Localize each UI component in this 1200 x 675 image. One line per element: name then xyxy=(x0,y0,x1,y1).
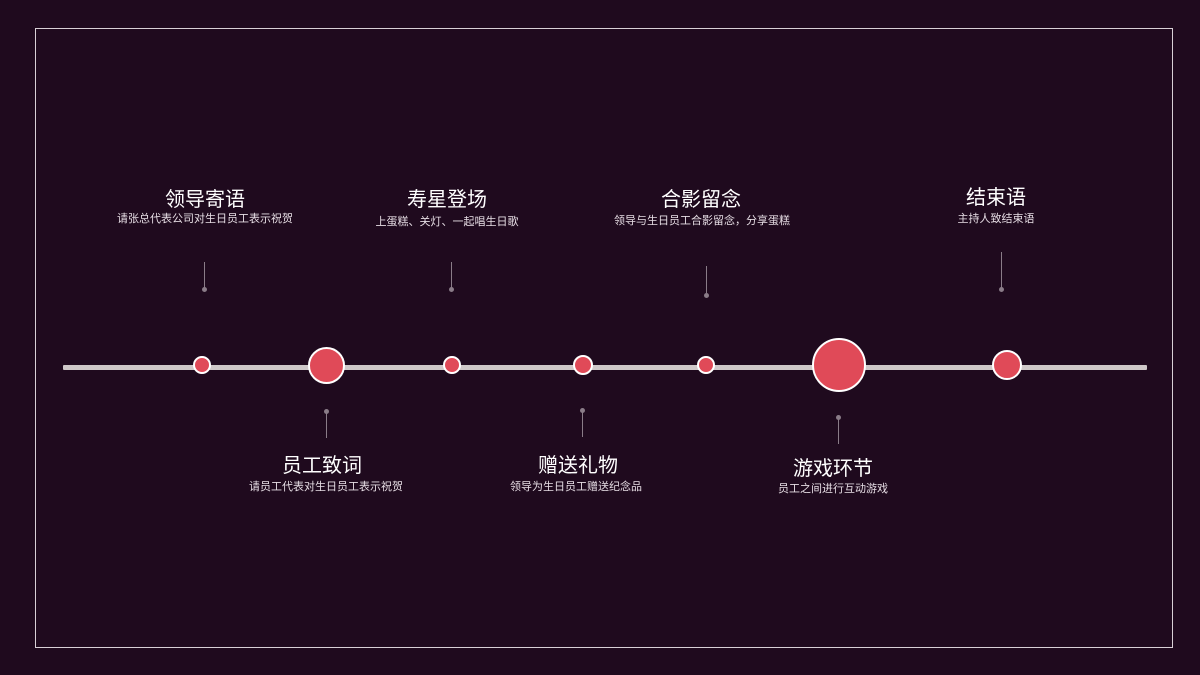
timeline-axis xyxy=(63,365,1147,370)
step-3-connector-dot xyxy=(449,287,454,292)
step-3-connector xyxy=(451,262,452,288)
step-3-title: 寿星登场 xyxy=(407,187,487,211)
step-4-title: 赠送礼物 xyxy=(538,453,618,477)
step-1-description: 请张总代表公司对生日员工表示祝贺 xyxy=(117,212,293,225)
step-6-description: 员工之间进行互动游戏 xyxy=(778,482,888,495)
step-5-connector-dot xyxy=(704,293,709,298)
step-2-connector-dot xyxy=(324,409,329,414)
step-6-title: 游戏环节 xyxy=(793,456,873,480)
step-6-connector-dot xyxy=(836,415,841,420)
step-1-title: 领导寄语 xyxy=(165,187,245,211)
step-2-connector xyxy=(326,412,327,438)
step-1-connector xyxy=(204,262,205,288)
step-1-connector-dot xyxy=(202,287,207,292)
step-7-title: 结束语 xyxy=(966,185,1026,209)
timeline-node-2 xyxy=(308,347,345,384)
step-4-connector-dot xyxy=(580,408,585,413)
step-2-description: 请员工代表对生日员工表示祝贺 xyxy=(249,480,403,493)
timeline-node-6 xyxy=(812,338,866,392)
step-5-connector xyxy=(706,266,707,293)
step-7-connector-dot xyxy=(999,287,1004,292)
slide-frame xyxy=(35,28,1173,648)
step-3-description: 上蛋糕、关灯、一起唱生日歌 xyxy=(375,215,519,228)
timeline-node-7 xyxy=(992,350,1022,380)
timeline-node-5 xyxy=(697,356,715,374)
step-5-description: 领导与生日员工合影留念，分享蛋糕 xyxy=(614,214,790,227)
timeline-node-1 xyxy=(193,356,211,374)
step-6-connector xyxy=(838,418,839,444)
timeline-node-4 xyxy=(573,355,593,375)
step-5-title: 合影留念 xyxy=(661,187,741,211)
step-2-title: 员工致词 xyxy=(282,453,362,477)
step-4-description: 领导为生日员工赠送纪念品 xyxy=(510,480,642,493)
step-7-connector xyxy=(1001,252,1002,288)
step-7-description: 主持人致结束语 xyxy=(957,212,1035,225)
step-4-connector xyxy=(582,411,583,437)
timeline-node-3 xyxy=(443,356,461,374)
